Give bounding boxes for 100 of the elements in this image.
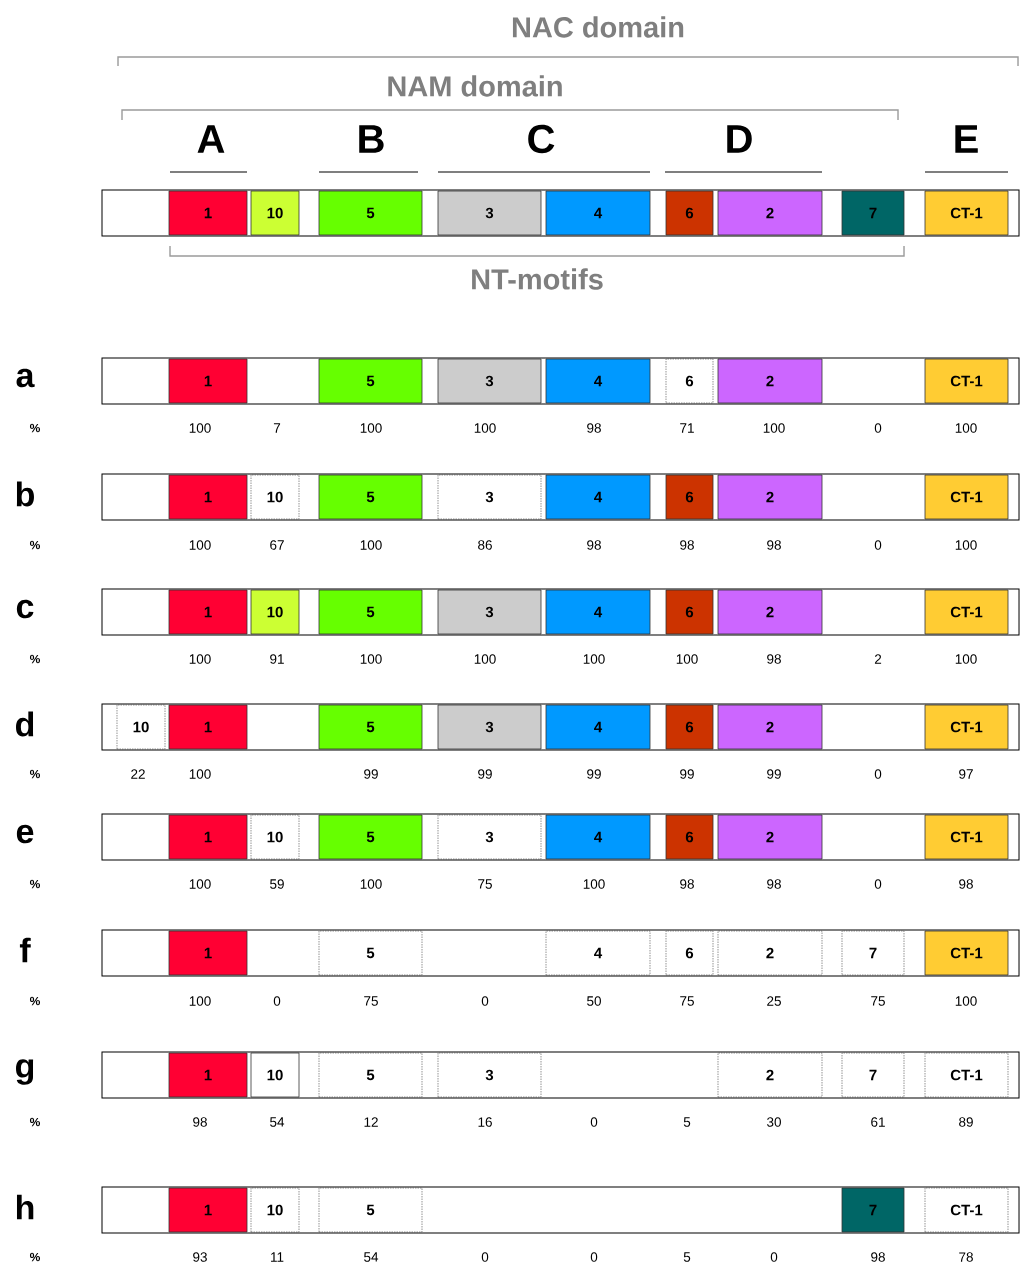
- percent-sign: %: [29, 1117, 40, 1127]
- percent-value: 97: [959, 769, 973, 779]
- motif-box: 1: [168, 358, 248, 404]
- percent-value: 99: [364, 769, 378, 779]
- percent-value: 50: [587, 996, 601, 1006]
- motif-box: 1: [168, 589, 248, 635]
- row-letter: b: [16, 481, 34, 507]
- percent-value: 100: [189, 996, 211, 1006]
- percent-value: 100: [474, 423, 496, 433]
- percent-value: 5: [683, 1252, 691, 1262]
- protein-bar: [101, 473, 1020, 521]
- motif-box: 1: [168, 474, 248, 520]
- percent-sign: %: [29, 879, 40, 889]
- motif-box: CT-1: [924, 1052, 1009, 1098]
- percent-value: 98: [680, 879, 694, 889]
- motif-box: 3: [437, 474, 542, 520]
- percent-sign: %: [29, 996, 40, 1006]
- row-letter: e: [16, 824, 34, 844]
- motif-box: 10: [250, 589, 300, 635]
- percent-value: 11: [271, 1252, 284, 1262]
- motif-box: 4: [545, 814, 651, 860]
- motif-box: 5: [318, 1052, 423, 1098]
- percent-sign: %: [29, 654, 40, 664]
- region-letter: E: [955, 125, 978, 153]
- percent-value: 100: [360, 879, 382, 889]
- percent-value: 100: [763, 423, 785, 433]
- motif-box: 10: [250, 190, 300, 236]
- motif-box: 2: [717, 589, 823, 635]
- motif-box: 4: [545, 190, 651, 236]
- percent-value: 0: [590, 1252, 598, 1262]
- motif-box: 2: [717, 1052, 823, 1098]
- percent-value: 100: [583, 879, 605, 889]
- percent-value: 89: [959, 1117, 973, 1127]
- percent-value: 93: [193, 1252, 207, 1262]
- motif-box: 3: [437, 1052, 542, 1098]
- motif-box: 4: [545, 704, 651, 750]
- row-letter: d: [16, 711, 34, 737]
- percent-value: 100: [955, 654, 977, 664]
- percent-value: 0: [874, 879, 882, 889]
- motif-box: CT-1: [924, 814, 1009, 860]
- motif-box: 1: [168, 814, 248, 860]
- motif-box: 1: [168, 1052, 248, 1098]
- percent-value: 100: [189, 879, 211, 889]
- percent-value: 100: [474, 654, 496, 664]
- motif-box: 10: [116, 704, 166, 750]
- percent-value: 0: [273, 996, 281, 1006]
- motif-box: 10: [250, 474, 300, 520]
- motif-box: 6: [665, 704, 714, 750]
- motif-box: CT-1: [924, 930, 1009, 976]
- percent-value: 59: [270, 879, 284, 889]
- protein-bar: [101, 929, 1020, 977]
- percent-sign: %: [29, 540, 40, 550]
- motif-box: 1: [168, 1187, 248, 1233]
- percent-sign: %: [29, 423, 40, 433]
- protein-bar: [101, 189, 1020, 237]
- percent-value: 100: [955, 996, 977, 1006]
- percent-value: 12: [364, 1117, 378, 1127]
- percent-value: 98: [767, 654, 781, 664]
- percent-value: 98: [871, 1252, 885, 1262]
- domain-label: NAC domain: [512, 16, 684, 38]
- motif-box: 3: [437, 814, 542, 860]
- percent-value: 22: [131, 769, 145, 779]
- percent-value: 0: [874, 540, 882, 550]
- percent-value: 99: [587, 769, 601, 779]
- motif-box: 7: [841, 1052, 905, 1098]
- percent-value: 16: [478, 1117, 492, 1127]
- motif-box: 7: [841, 190, 905, 236]
- motif-box: 7: [841, 1187, 905, 1233]
- percent-value: 99: [680, 769, 694, 779]
- percent-value: 91: [270, 654, 284, 664]
- percent-value: 100: [583, 654, 605, 664]
- percent-value: 75: [871, 996, 885, 1006]
- percent-value: 30: [767, 1117, 781, 1127]
- region-letter: D: [727, 125, 752, 153]
- motif-box: 5: [318, 704, 423, 750]
- percent-sign: %: [29, 769, 40, 779]
- percent-value: 0: [590, 1117, 598, 1127]
- motif-box: 7: [841, 930, 905, 976]
- motif-box: 6: [665, 814, 714, 860]
- percent-value: 98: [587, 423, 601, 433]
- percent-value: 0: [770, 1252, 778, 1262]
- percent-value: 100: [189, 654, 211, 664]
- motif-box: 5: [318, 930, 423, 976]
- motif-box: 5: [318, 589, 423, 635]
- motif-box: 10: [250, 1187, 300, 1233]
- percent-value: 100: [360, 540, 382, 550]
- motif-box: 2: [717, 190, 823, 236]
- motif-box: 6: [665, 190, 714, 236]
- region-letter: C: [528, 124, 555, 154]
- motif-box: 2: [717, 358, 823, 404]
- motif-box: CT-1: [924, 704, 1009, 750]
- percent-value: 71: [680, 423, 694, 433]
- percent-value: 0: [481, 996, 489, 1006]
- motif-box: CT-1: [924, 474, 1009, 520]
- percent-value: 7: [273, 423, 281, 433]
- motif-box: 5: [318, 190, 423, 236]
- percent-value: 0: [874, 423, 882, 433]
- percent-value: 0: [874, 769, 882, 779]
- protein-bar: [101, 1051, 1020, 1099]
- motif-box: 2: [717, 814, 823, 860]
